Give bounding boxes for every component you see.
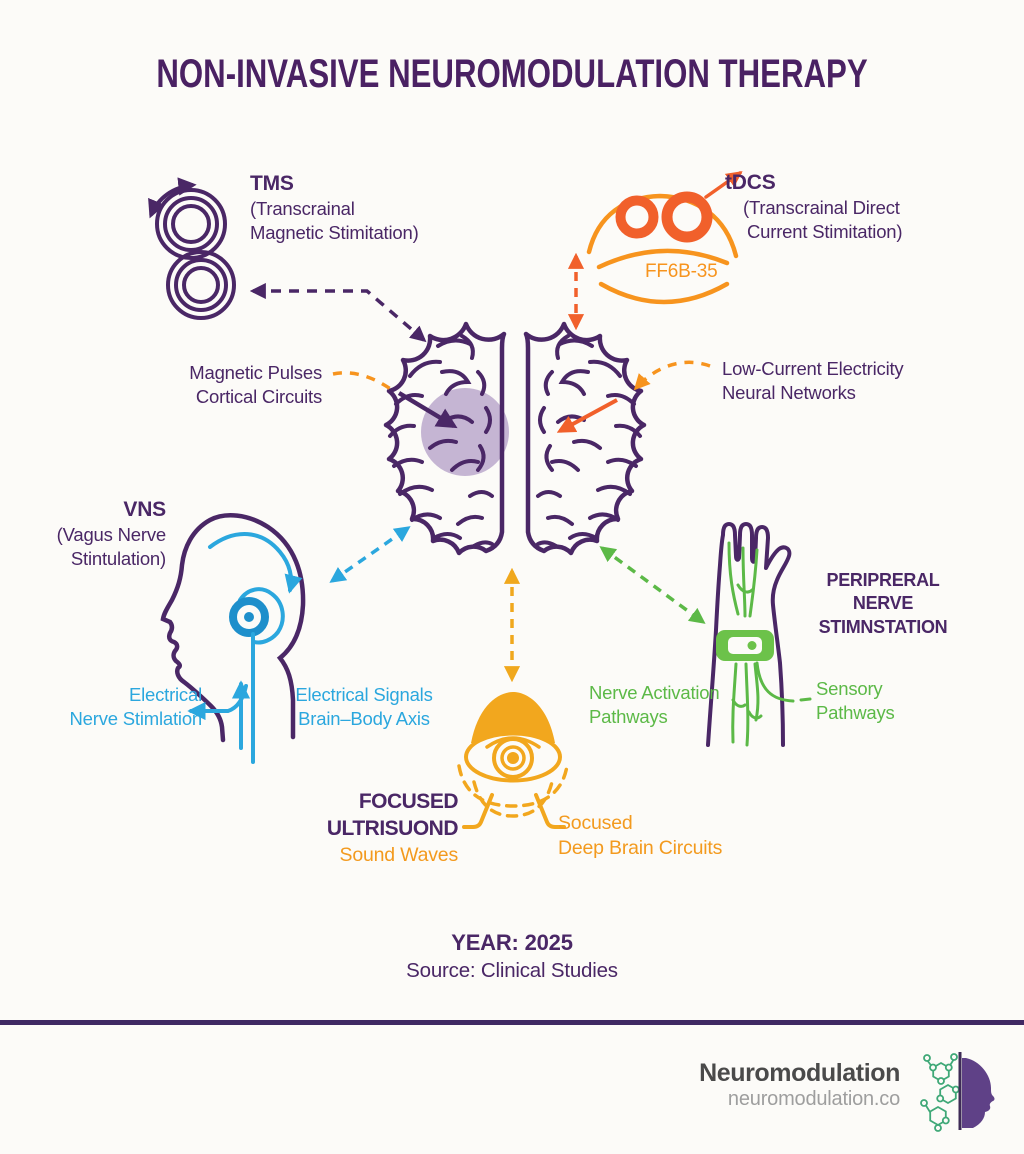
ultrasound-title: FOCUSED ULTRISUOND Sound Waves [300,788,459,868]
sound-wave-arc-inner [472,780,554,818]
tms-label: TMS (Transcrainal Magnetic Stimitation) [250,172,419,244]
wrist-nerve-icon [706,522,812,747]
footer-divider [0,1020,1024,1025]
meta-block: YEAR: 2025 Source: Clinical Studies [0,929,1024,984]
ultrasound-subtitle: Sound Waves [339,843,459,866]
ultrasound-callout: Socused Deep Brain Circuits [558,812,723,860]
head-outline [160,513,306,743]
brain-icon [386,324,644,553]
tdcs-callout: Low-Current Electricity Neural Networks [722,358,904,404]
brand-name: Neuromodulation [699,1059,900,1087]
vns-signal-arc [208,532,303,594]
transducer-leg-right [534,793,566,829]
ultrasound-transducer-icon [457,692,569,829]
tdcs-electrode-right [661,191,713,243]
pns-callout-right: Sensory Pathways [816,678,895,724]
tdcs-pointer-arrow [704,171,743,199]
pns-callout-left: Nerve Activation Pathways [589,682,720,728]
tdcs-electrode-left [615,195,659,239]
hand-outline [706,522,792,747]
sound-wave-arc-outer [457,764,569,808]
molecule-graphic [920,1053,960,1132]
transducer-cone [471,692,555,743]
tdcs-device-label: FF6B-35 [645,261,718,282]
magnetic-pulses-connector [332,371,394,392]
tdcs-headband-icon [586,171,743,305]
year-text: YEAR: 2025 [451,930,573,955]
nerve-lines [727,541,812,747]
tms-pulse-arrow [397,391,458,429]
vns-brain-arrow [329,526,411,583]
tms-callout: Magnetic Pulses Cortical Circuits [189,362,322,408]
tdcs-current-arrow [556,398,618,433]
tdcs-abbr: tDCS [725,171,776,194]
vns-head-icon [160,513,306,764]
low-current-connector [633,360,711,391]
tms-abbr: TMS [250,172,294,195]
brand-url: neuromodulation.co [727,1088,900,1110]
source-text: Source: Clinical Studies [406,958,618,982]
page-title: NON-INVASIVE NEUROMODULATION THERAPY [156,52,868,96]
tms-coil-icon [148,177,236,320]
brand-logo-icon [920,1052,995,1132]
tms-rotation-arrow [148,177,197,219]
vns-ear-loop [238,587,285,645]
vns-callout-left: Electrical Nerve Stimlation [69,684,202,730]
face-profile-graphic [962,1058,995,1128]
vns-left-arrow [187,684,248,721]
tms-brain-arrow [249,282,427,343]
vns-label: VNS (Vagus Nerve Stintulation) [30,496,167,571]
pns-title: PERIPRERAL NERVE STIMNSTATION [818,570,948,637]
pns-brain-arrow [599,546,706,624]
vns-callout-right: Electrical Signals Brain–Body Axis [295,684,433,730]
vns-abbr: VNS [123,498,166,521]
tdcs-label: tDCS (Transcrainal Direct Current Stimit… [725,171,903,243]
transducer-leg-left [462,793,494,829]
